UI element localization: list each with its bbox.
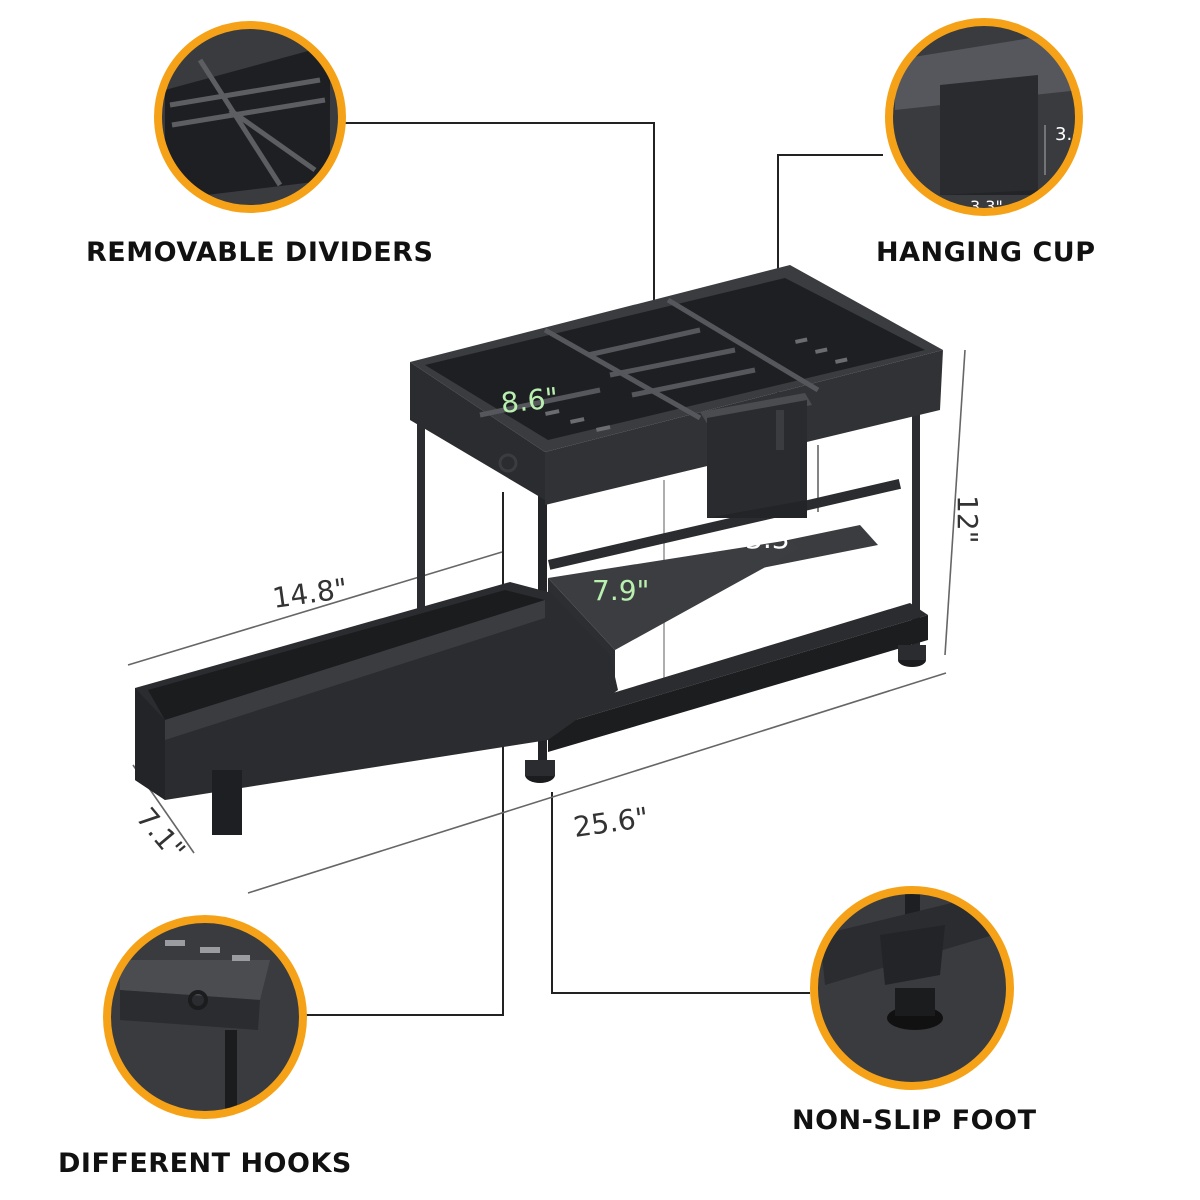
dim-line-height [944, 349, 966, 656]
label-hanging-cup: HANGING CUP [876, 237, 1096, 268]
callout-hooks [103, 915, 307, 1119]
dim-line-total [247, 672, 947, 894]
callout-hanging-cup: 3.4 3.3" [885, 18, 1083, 216]
dimension-lines [127, 349, 966, 894]
top-tray-front [410, 362, 545, 500]
dim-cup-height: 3.4" [822, 442, 879, 475]
dim-height: 12" [951, 495, 984, 544]
label-different-hooks: DIFFERENT HOOKS [58, 1148, 352, 1179]
pull-out-drawer [135, 582, 618, 835]
callout-foot [810, 886, 1014, 1090]
callout-dividers [154, 21, 346, 213]
dim-line-length [127, 551, 503, 666]
organizer [135, 265, 943, 835]
leader-line-foot [551, 792, 810, 994]
dim-total-length: 25.6" [571, 801, 650, 844]
leader-line-dividers [345, 122, 655, 368]
label-removable-dividers: REMOVABLE DIVIDERS [86, 237, 434, 268]
dim-cup-width: 3.3" [745, 522, 802, 555]
label-non-slip-foot: NON-SLIP FOOT [792, 1105, 1037, 1136]
hanging-cup [700, 393, 812, 518]
dim-top-width: 8.6" [499, 381, 560, 420]
dim-drawer-depth: 7.9" [592, 574, 649, 607]
dim-drawer-width: 7.1" [130, 801, 192, 866]
dim-drawer-length: 14.8" [270, 572, 349, 615]
